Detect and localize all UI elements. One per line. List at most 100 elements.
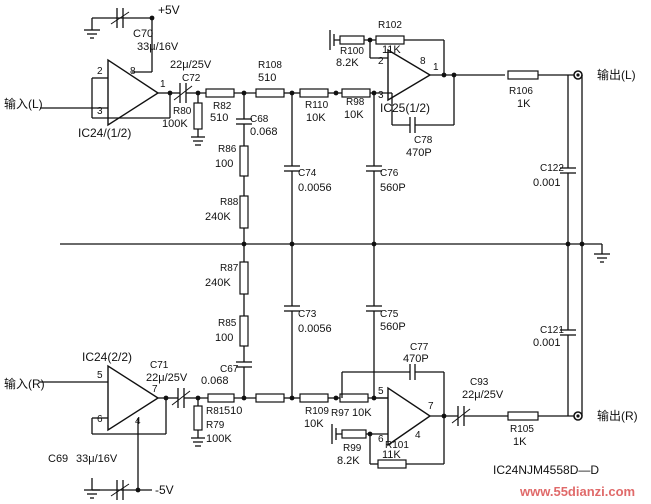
- input-left-label: 输入(L): [4, 96, 43, 111]
- c122-value: 0.001: [533, 177, 561, 189]
- c72-value: 22μ/25V: [170, 59, 212, 71]
- c121-name: C121: [540, 325, 564, 336]
- r80-value: 100K: [162, 118, 188, 130]
- r108-value: 510: [258, 72, 276, 84]
- c77-name: C77: [410, 342, 429, 353]
- r87-value: 240K: [205, 277, 231, 289]
- r80-resistor: R80 100K: [162, 90, 205, 146]
- output-left-label: 输出(L): [597, 67, 636, 82]
- negative-supply-label: -5V: [155, 483, 174, 497]
- r100-resistor: [339, 35, 365, 45]
- r105-value: 1K: [513, 436, 527, 448]
- ic24-left-buffer: 输入(L) 2 3 8 1 IC24/(1/2): [4, 58, 173, 140]
- ic25-lower-half: C77 470P R99 8.2K R101 11K 5 6 4 7: [331, 342, 458, 469]
- r79-name: R79: [206, 420, 225, 431]
- ic25b-pin7: 7: [428, 401, 434, 412]
- r97-resistor: [339, 393, 369, 403]
- ic24b-opamp-symbol: [107, 364, 160, 432]
- negative-supply: -5V C69 33μ/16V: [48, 418, 174, 500]
- c93-value: 22μ/25V: [462, 389, 504, 401]
- r110-name: R110: [305, 100, 329, 111]
- c72-name: C72: [182, 73, 201, 84]
- r85-name: R85: [218, 318, 237, 329]
- c74-value: 0.0056: [298, 182, 332, 194]
- c71-name: C71: [150, 360, 169, 371]
- ic25b-pin4: 4: [415, 430, 421, 441]
- ic24b-pin6: 6: [97, 414, 103, 425]
- c74-name: C74: [298, 168, 317, 179]
- ic24b-pin7: 7: [152, 384, 158, 395]
- ic24b-label: IC24(2/2): [82, 350, 132, 364]
- c75-value: 560P: [380, 321, 406, 333]
- r105-resistor: [507, 411, 539, 421]
- r109-resistor: [299, 393, 329, 403]
- r81-value: 510: [224, 405, 242, 417]
- c75-name: C75: [380, 309, 399, 320]
- c69-name: C69: [48, 453, 68, 465]
- c78-name: C78: [414, 135, 433, 146]
- r100-name: R100: [340, 46, 364, 57]
- ic24a-pin3: 3: [97, 106, 103, 117]
- c78-value: 470P: [406, 147, 432, 159]
- ic25-pin2: 2: [378, 56, 384, 67]
- r81-resistor: [207, 393, 235, 403]
- c71-capacitor: C71 22μ/25V: [146, 360, 198, 408]
- ic25-pin1: 1: [433, 62, 439, 73]
- ic25b-pin6: 6: [378, 434, 384, 445]
- r82-name: R82: [213, 101, 232, 112]
- r102-value: 11K: [382, 44, 401, 56]
- c68-value: 0.068: [250, 126, 278, 138]
- c75-capacitor: C75 560P: [366, 244, 406, 397]
- ic24b-pin5: 5: [97, 370, 103, 381]
- ic24b-pin4: 4: [135, 416, 141, 427]
- r79-value: 100K: [206, 433, 232, 445]
- r98-resistor: [341, 88, 371, 98]
- c68-capacitor: C68 0.068: [236, 93, 278, 146]
- r101-resistor: [377, 459, 407, 469]
- r108-resistor: [255, 88, 285, 98]
- r110-value: 10K: [306, 112, 326, 124]
- ic24a-pin2: 2: [97, 66, 103, 77]
- r110-resistor: [299, 88, 329, 98]
- r106-value: 1K: [517, 98, 531, 110]
- c73-capacitor: C73 0.0056: [284, 244, 332, 397]
- input-right-label: 输入(R): [4, 376, 45, 391]
- r85-resistor: [239, 315, 249, 347]
- r101-name: R101: [385, 440, 409, 451]
- c67-value: 0.068: [201, 375, 229, 387]
- output-right-label: 输出(R): [597, 408, 638, 423]
- r99-resistor: [341, 429, 367, 439]
- ic25b-opamp-symbol: [387, 386, 432, 447]
- r98-value: 10K: [344, 109, 364, 121]
- part-number-label: IC24NJM4558D—D: [493, 463, 599, 477]
- c70-name: C70: [133, 28, 153, 40]
- r82-value: 510: [210, 112, 228, 124]
- r109-value: 10K: [304, 418, 324, 430]
- r86-resistor: [239, 145, 249, 177]
- ic24a-pin8: 8: [130, 66, 136, 77]
- r102-resistor: [375, 35, 405, 45]
- r100-value: 8.2K: [336, 57, 359, 69]
- r86-value: 100: [215, 158, 233, 170]
- r99-value: 8.2K: [337, 455, 360, 467]
- c93-capacitor: C93 22μ/25V: [451, 377, 508, 426]
- ic25-opamp-symbol: [387, 48, 432, 102]
- r107-resistor: [255, 393, 285, 403]
- r97-name: R97: [331, 408, 350, 419]
- c72-capacitor: 22μ/25V C72: [170, 59, 212, 103]
- ic25-pin3: 3: [378, 90, 384, 101]
- r109-name: R109: [305, 406, 329, 417]
- r106-resistor: [507, 70, 539, 80]
- positive-supply: +5V C70 33μ/16V: [84, 3, 180, 73]
- r82-resistor: [205, 88, 235, 98]
- c67-name: C67: [220, 364, 239, 375]
- c74-capacitor: C74 0.0056: [284, 93, 332, 244]
- ic24a-pin1: 1: [160, 79, 166, 90]
- r88-resistor: [239, 195, 249, 229]
- ic25-label: IC25(1/2): [380, 101, 430, 115]
- r87-resistor: [239, 261, 249, 295]
- c71-value: 22μ/25V: [146, 372, 188, 384]
- r81-name: R81: [206, 406, 225, 417]
